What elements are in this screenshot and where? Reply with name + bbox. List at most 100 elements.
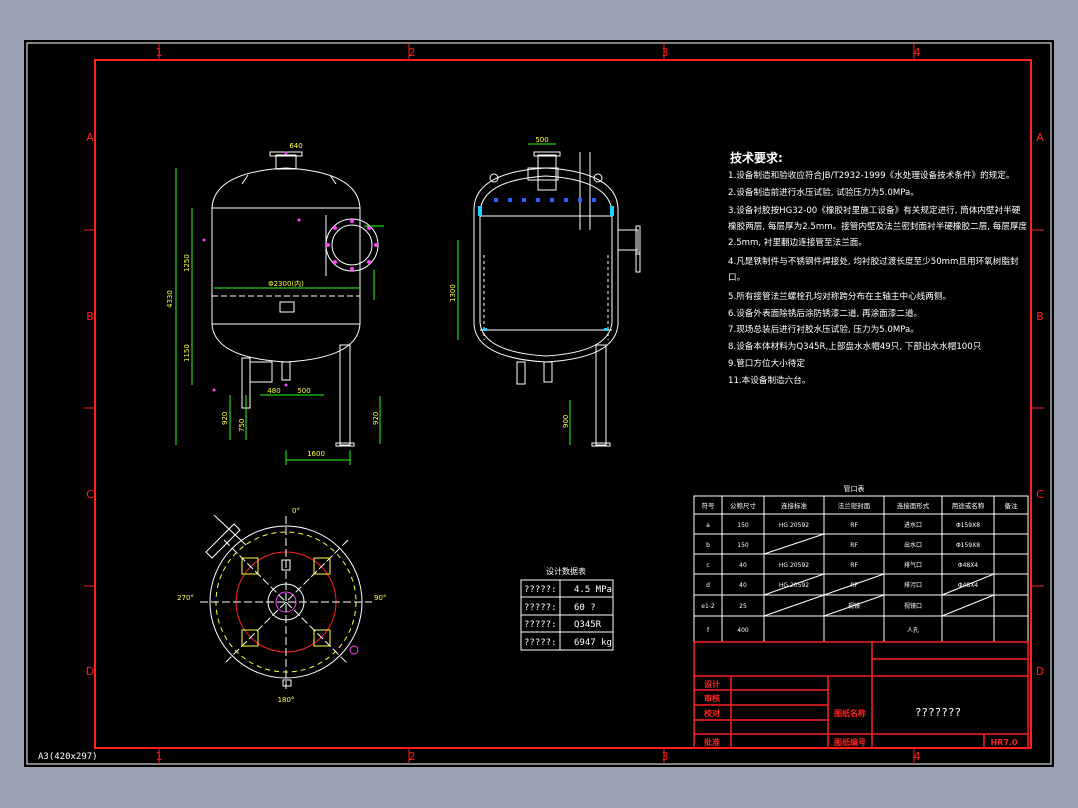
cad-drawing: 1 2 3 4 1 2 3 4 A B C D A B C D A3(420x2… (26, 42, 1052, 765)
nozzle-header-5: 连接面形式 (897, 501, 930, 510)
nozzle-row-4-std: HG 20592 (779, 582, 809, 589)
zone-col-1: 1 (156, 46, 163, 59)
nozzle-markers-front (202, 151, 301, 392)
tech-item-6: 6.设备外表面除锈后涂防锈漆二道, 再涂面漆二道。 (728, 307, 922, 319)
tech-item-5: 5.所有接管法兰螺栓孔均对称跨分布在主轴主中心线两侧。 (728, 290, 951, 302)
nozzle-row-4-pipe: Φ48X4 (958, 582, 978, 589)
zone-row-b-right: B (1036, 310, 1044, 323)
design-label-4: ?????: (524, 638, 557, 648)
tech-item-2: 2.设备制造前进行水压试验, 试验压力为5.0MPa。 (728, 186, 919, 198)
tech-item-4b: 口。 (728, 273, 745, 283)
tb-reviewer: 审核 (704, 693, 720, 703)
nozzle-row-4-use: 排污口 (904, 581, 922, 589)
nozzle-row-3-size: 40 (739, 562, 747, 569)
tb-drawing-name-label: 图纸名称 (834, 708, 866, 718)
nozzle-row-2-pipe: Φ159X8 (956, 542, 980, 549)
tech-item-7: 7.现场总装后进行衬胶水压试验, 压力为5.0MPa。 (728, 323, 919, 335)
nozzle-table (693, 495, 1029, 643)
tech-item-8: 8.设备本体材料为Q345R,上部盘水水帽49只, 下部出水水帽100只 (728, 340, 982, 352)
zone-col-4: 4 (914, 46, 921, 59)
dim-section-top: 500 (535, 136, 548, 144)
nozzle-header-6: 用途或名称 (952, 501, 985, 510)
zone-row-c: C (86, 488, 94, 501)
design-value-1: 4.5 MPa (574, 585, 612, 595)
zone-col-3: 3 (662, 46, 669, 59)
front-dimension-labels: 4330 1250 1150 920 750 Φ2300(内) 1600 480… (166, 254, 380, 458)
nozzle-row-6-size: 400 (737, 627, 749, 634)
inner-border (94, 59, 1032, 749)
water-caps-lower (478, 206, 614, 331)
nozzle-table-text: 管口表 符号 公称尺寸 连接标准 法兰密封面 连接面形式 用途或名称 备注 a … (701, 484, 1018, 634)
design-data-title: 设计数据表 (546, 566, 586, 576)
nozzle-row-6-sym: f (707, 627, 710, 634)
dim-lower: 1150 (183, 344, 191, 362)
zone-row-b: B (86, 310, 94, 323)
zone-col-3-bottom: 3 (662, 750, 669, 763)
section-dimension-labels: 500 1300 900 640 (289, 136, 570, 428)
dim-base-right: 500 (297, 387, 310, 395)
zone-row-c-right: C (1036, 488, 1044, 501)
dim-inner-width: Φ2300(内) (268, 279, 304, 288)
angle-top: 0° (292, 507, 300, 515)
tech-title: 技术要求: (730, 150, 783, 165)
nozzle-header-1: 符号 (702, 501, 716, 510)
dim-front-top: 640 (289, 142, 302, 150)
nozzle-row-1-face: RF (850, 522, 858, 529)
zone-col-1-bottom: 1 (156, 750, 163, 763)
nozzle-row-3-sym: c (706, 562, 709, 569)
design-label-1: ?????: (524, 585, 557, 595)
front-dimensions (175, 168, 384, 465)
zone-row-d: D (86, 665, 94, 678)
tech-item-3b: 橡胶两层, 每层厚为2.5mm。接管内壁及法兰密封面衬半硬橡胶二层, 每层厚度 (728, 220, 1028, 232)
nozzle-row-1-pipe: Φ159X8 (956, 522, 980, 529)
zone-columns: 1 2 3 4 1 2 3 4 (156, 43, 921, 764)
zone-col-2: 2 (409, 46, 416, 59)
zone-col-2-bottom: 2 (409, 750, 416, 763)
tech-item-1: 1.设备制造和验收应符合JB/T2932-1999《水处理设备技术条件》的规定。 (728, 169, 1014, 181)
plan-angle-labels: 0° 270° 90° 180° (177, 507, 386, 704)
nozzle-header-3: 连接标准 (781, 501, 808, 510)
dim-bottom-width: 1600 (307, 450, 325, 458)
dim-right-leg: 920 (372, 412, 380, 425)
tb-drawing-name: ??????? (915, 706, 961, 719)
dim-total-height: 4330 (166, 290, 174, 308)
manhole-bolts (326, 219, 378, 271)
nozzle-row-5-size: 25 (739, 603, 747, 610)
nozzle-row-4-sym: d (706, 582, 710, 589)
zone-row-d-right: D (1036, 665, 1044, 678)
dim-upper: 1250 (183, 254, 191, 272)
nozzle-row-4-face: RF (850, 582, 858, 589)
nozzle-row-5-use: 视镜口 (904, 602, 922, 610)
nozzle-row-1-sym: a (706, 522, 710, 529)
tech-item-11: 11.本设备制造六台。 (728, 374, 810, 386)
design-value-4: 6947 kg (574, 638, 612, 648)
dim-section-leg: 900 (562, 415, 570, 428)
tb-designer: 设计 (704, 679, 720, 689)
plan-view (200, 514, 372, 690)
tb-checker: 校对 (704, 708, 720, 718)
tb-drawing-no: HR7.0 (990, 738, 1017, 747)
nozzle-row-3-pipe: Φ48X4 (958, 562, 978, 569)
nozzle-row-2-use: 出水口 (904, 541, 922, 549)
nozzle-header-2: 公称尺寸 (730, 501, 757, 510)
nozzle-row-2-size: 150 (737, 542, 749, 549)
title-block-text: 设计 审核 校对 批准 图纸名称 ??????? 图纸编号 HR7.0 (704, 679, 1018, 747)
angle-right: 90° (374, 594, 386, 602)
nozzle-table-title: 管口表 (844, 484, 865, 493)
nozzle-row-5-sym: e1-2 (701, 603, 715, 610)
title-block (693, 641, 1029, 749)
zone-row-a: A (86, 131, 94, 144)
dim-base: 750 (238, 419, 246, 432)
zone-col-4-bottom: 4 (914, 750, 921, 763)
drawing-sheet: 1 2 3 4 1 2 3 4 A B C D A B C D A3(420x2… (24, 40, 1054, 767)
tech-item-3c: 2.5mm, 衬里翻边连接管至法兰面。 (728, 236, 867, 248)
nozzle-row-4-size: 40 (739, 582, 747, 589)
nozzle-header-7: 备注 (1005, 501, 1019, 510)
front-elevation-view (211, 151, 379, 447)
design-value-2: 60 ? (574, 603, 596, 613)
design-value-3: Q345R (574, 620, 602, 630)
outer-frame (26, 42, 1052, 765)
nozzle-row-3-std: HG 20592 (779, 562, 809, 569)
nozzle-row-1-size: 150 (737, 522, 749, 529)
design-data-table: 设计数据表 ?????: 4.5 MPa ?????: 60 ? ?????: … (520, 566, 614, 651)
